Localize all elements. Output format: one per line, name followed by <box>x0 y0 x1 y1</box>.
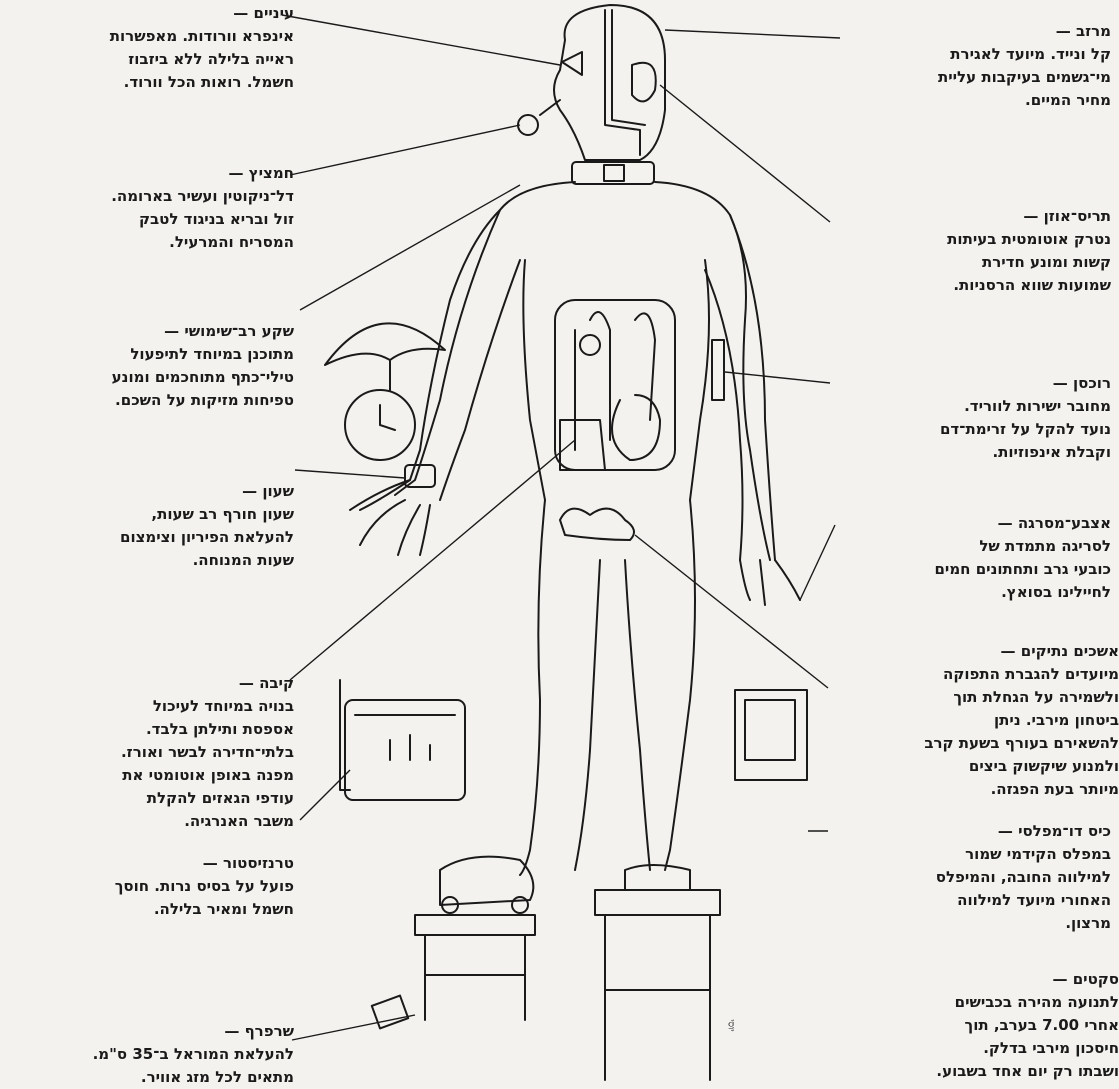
right-stool <box>595 890 720 915</box>
callout-body: פועל על בסיס נרות. חוסך חשמל ומאיר בלילה… <box>4 875 294 921</box>
callout-stomach: קיבה בנויה במיוחד לעיכול אספסת ותילתן בל… <box>4 672 294 833</box>
leader-transistor <box>300 770 350 820</box>
callout-title: עיניים <box>4 2 294 25</box>
callout-knitfinger: אצבע־מסרגה לסריגה מתמדת של כובעי גרב ותח… <box>836 512 1111 604</box>
callout-body: דל־ניקוטין ועשיר בארומה. זול ובריא בניגו… <box>4 185 294 254</box>
callout-title: סקטים <box>819 968 1119 991</box>
callout-zipper: רוכסן מחובר ישירות לווריד. נועד להקל על … <box>836 372 1111 464</box>
leader-earshutter <box>660 85 830 222</box>
leader-watch <box>295 470 405 478</box>
price-tag-icon <box>372 996 408 1029</box>
clover-icon <box>518 115 538 135</box>
leader-gutter <box>665 30 840 38</box>
callout-title: אשכים נתיקים <box>819 640 1119 663</box>
callout-eyes: עיניים אינפרא וורודות. מאפשרות ראייה בלי… <box>4 2 294 94</box>
callout-skates: סקטים לתנועה מהירה בכבישים אחרי 7.00 בער… <box>819 968 1119 1083</box>
callout-body: שעון חורף רב שעות, להעלאת הפיריון וצימצו… <box>4 503 294 572</box>
leader-mouth <box>290 125 520 175</box>
leader-stool <box>292 1015 415 1040</box>
left-leg <box>520 500 600 875</box>
callout-gutter: מרזב קל ונייד. מיועד לאגירת מי־גשמים בעי… <box>836 20 1111 112</box>
head-outline <box>554 5 665 160</box>
right-arm <box>705 215 775 560</box>
callout-testicles: אשכים נתיקים מיועדים להגברת התפוקה ולשמי… <box>819 640 1119 801</box>
leader-stomach <box>290 440 575 680</box>
callout-body: מתוכנן במיוחד לתיפעול טילי־כתף מתוחכמים … <box>4 343 294 412</box>
testicles-shape <box>560 509 634 540</box>
callout-body: להעלאת המוראל ב־35 ס"מ. מתאים לכל מזג או… <box>4 1043 294 1089</box>
left-arm <box>395 210 520 500</box>
ear-shape <box>632 63 656 102</box>
callout-title: קיבה <box>4 672 294 695</box>
callout-title: תריס־אוזן <box>836 205 1111 228</box>
right-hand <box>740 560 800 605</box>
leader-testicles <box>635 535 828 688</box>
callout-socket: שקע רב־שימושי מתוכנן במיוחד לתיפעול טילי… <box>4 320 294 412</box>
callout-body: מחובר ישירות לווריד. נועד להקל על זרימת־… <box>836 395 1111 464</box>
leader-eyes <box>282 15 560 65</box>
umbrella-icon <box>325 323 445 390</box>
eye-shape <box>562 52 582 75</box>
leader-knitfinger <box>800 525 835 600</box>
callout-watch: שעון שעון חורף רב שעות, להעלאת הפיריון ו… <box>4 480 294 572</box>
callout-title: טרנזיסטור <box>4 852 294 875</box>
callout-title: שרפרף <box>4 1020 294 1043</box>
callout-body: אינפרא וורודות. מאפשרות ראייה בלילה ללא … <box>4 25 294 94</box>
callout-title: כיס דו־מפלסי <box>826 820 1111 843</box>
callout-title: שקע רב־שימושי <box>4 320 294 343</box>
callout-body: נטרק אוטומטית בעיתות קשות ומונע חדירת שמ… <box>836 228 1111 297</box>
callout-title: אצבע־מסרגה <box>836 512 1111 535</box>
left-hand <box>350 480 430 555</box>
right-skate <box>625 865 690 890</box>
callout-stool: שרפרף להעלאת המוראל ב־35 ס"מ. מתאים לכל … <box>4 1020 294 1089</box>
callout-title: שעון <box>4 480 294 503</box>
callout-body: מיועדים להגברת התפוקה ולשמירה על הגחלת ת… <box>819 663 1119 801</box>
gutter-pipe <box>605 10 645 155</box>
torso-sides <box>523 260 709 500</box>
arm-zipper <box>712 340 724 400</box>
callout-body: קל ונייד. מיועד לאגירת מי־גשמים בעיקבות … <box>836 43 1111 112</box>
artist-signature: יוסי <box>726 1019 737 1031</box>
callout-title: חמציץ <box>4 162 294 185</box>
callout-pocket: כיס דו־מפלסי במפלס הקידמי שמור למילווה ה… <box>826 820 1111 935</box>
callout-body: לתנועה מהירה בכבישים אחרי 7.00 בערב, תוך… <box>819 991 1119 1083</box>
callout-earshutter: תריס־אוזן נטרק אוטומטית בעיתות קשות ומונ… <box>836 205 1111 297</box>
callout-mouth: חמציץ דל־ניקוטין ועשיר בארומה. זול ובריא… <box>4 162 294 254</box>
torso-outline <box>360 182 770 560</box>
callout-transistor: טרנזיסטור פועל על בסיס נרות. חוסך חשמל ו… <box>4 852 294 921</box>
callout-title: רוכסן <box>836 372 1111 395</box>
left-stool <box>415 915 535 935</box>
callout-body: בנויה במיוחד לעיכול אספסת ותילתן בלבד. ב… <box>4 695 294 833</box>
leader-zipper <box>725 372 830 383</box>
leader-socket <box>300 185 520 310</box>
callout-body: במפלס הקידמי שמור למילווה החובה, והמיפלס… <box>826 843 1111 935</box>
callout-title: מרזב <box>836 20 1111 43</box>
callout-body: לסריגה מתמדת של כובעי גרב ותחתונים חמים … <box>836 535 1111 604</box>
